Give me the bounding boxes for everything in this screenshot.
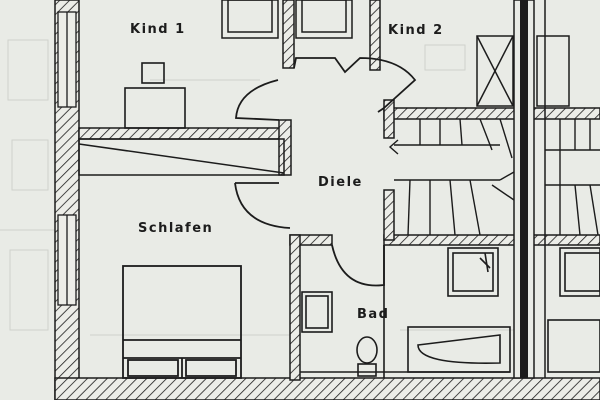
wall-diele-left (278, 119, 292, 176)
wall-stairs-left (383, 189, 395, 241)
wall-bad-left (289, 234, 301, 381)
kind1-furniture (124, 62, 186, 129)
wall-between-kind1-and-schlafen (78, 127, 289, 140)
double-bed (122, 265, 242, 379)
wall-diele-upper (282, 0, 295, 69)
windows (57, 11, 77, 306)
sink-cabinet (301, 291, 333, 333)
bathroom-fixtures (300, 245, 600, 378)
room-label-kind2: Kind 2 (388, 23, 444, 38)
wall-stairs-right (529, 107, 600, 120)
wall-kind2-bottom (383, 107, 521, 120)
staircase (388, 118, 600, 236)
bottom-outer-wall (54, 377, 600, 400)
toilet (356, 336, 378, 377)
room-label-kind1: Kind 1 (130, 22, 186, 37)
bathtub (407, 326, 511, 373)
room-label-diele: Diele (318, 175, 363, 190)
neighbour-fixture (547, 247, 600, 373)
wall-kind2-left-lower (383, 99, 395, 139)
desk (124, 87, 186, 129)
wall-above-bad (383, 234, 521, 246)
top-openings (221, 0, 570, 107)
room-label-schlafen: Schlafen (138, 221, 213, 236)
party-wall (513, 0, 546, 379)
wardrobe (78, 138, 285, 176)
chair (141, 62, 165, 84)
wall-above-bad-right (529, 234, 600, 246)
door-swings (234, 57, 417, 287)
walls (54, 0, 600, 400)
room-label-bad: Bad (357, 307, 390, 322)
shower-or-sink (447, 247, 499, 297)
wall-kind2-left (369, 0, 381, 71)
